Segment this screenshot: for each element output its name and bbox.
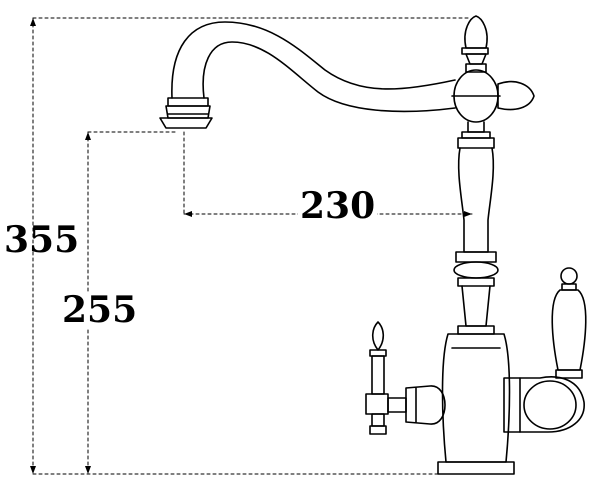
spout-handle <box>497 80 535 111</box>
spout-height-label: 255 <box>60 289 140 331</box>
overall-height-label: 355 <box>4 219 80 261</box>
body-column <box>437 63 515 475</box>
dimension-lines <box>32 17 473 475</box>
top-finial <box>461 15 489 65</box>
right-lever <box>503 267 587 433</box>
spout <box>159 21 456 129</box>
left-lever <box>365 321 446 435</box>
spout-reach-label: 230 <box>298 185 378 227</box>
dimension-arrows <box>30 18 472 474</box>
